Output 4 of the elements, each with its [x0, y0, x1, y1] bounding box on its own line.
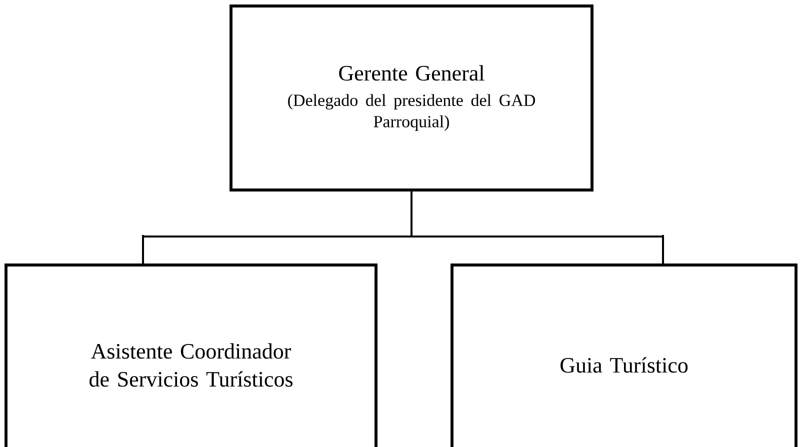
org-box: Guia Turístico — [450, 264, 798, 447]
org-box: Gerente General (Delegado del presidente del GAD Parroquial) — [230, 4, 594, 192]
connector-line — [410, 191, 664, 265]
org-box: Asistente Coordinador de Servicios Turísticos — [4, 264, 378, 447]
